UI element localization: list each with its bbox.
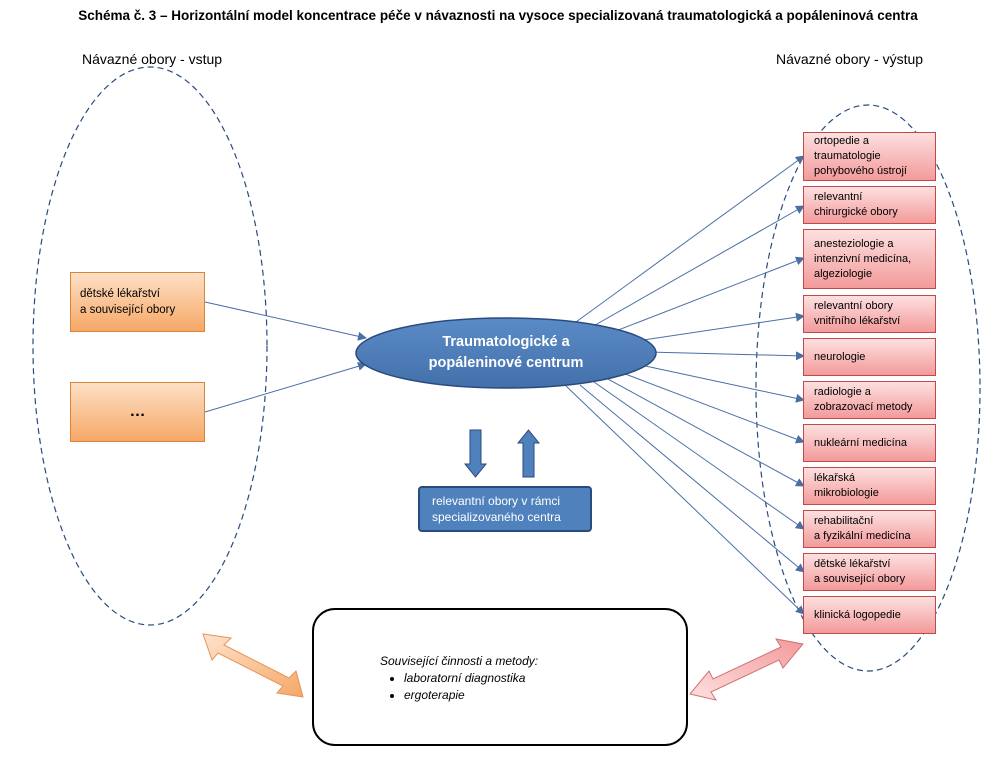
- output-group-heading: Návazné obory - výstup: [776, 51, 924, 67]
- output-box-rehabilitation: rehabilitační a fyzikální medicína: [803, 510, 936, 548]
- center-label-line: Traumatologické a: [442, 334, 570, 350]
- input-box-pediatrics: dětské lékařství a související obory: [70, 272, 205, 332]
- input-group-heading: Návazné obory - vstup: [82, 51, 223, 67]
- activities-list: laboratorní diagnostika ergoterapie: [380, 670, 538, 704]
- center-label-line: popáleninové centrum: [428, 355, 584, 371]
- output-box-radiology: radiologie a zobrazovací metody: [803, 381, 936, 419]
- center-label: Traumatologické a popáleninové centrum: [356, 318, 656, 388]
- input-box-line: a související obory: [80, 304, 176, 316]
- output-box-nuclear-medicine: nukleární medicína: [803, 424, 936, 462]
- up-arrow: [516, 429, 541, 478]
- related-fields-line: relevantní obory v rámci: [432, 494, 561, 508]
- output-box-internal-medicine: relevantní obory vnitřního lékařství: [803, 295, 936, 333]
- input-connectors: [204, 301, 367, 413]
- connector-output-3: [607, 256, 805, 335]
- output-box-line: rehabilitační: [814, 515, 874, 527]
- output-box-line: radiologie a: [814, 386, 871, 398]
- activities-heading: Související činnosti a metody:: [380, 654, 539, 668]
- input-box-more: …: [70, 382, 205, 442]
- output-box-line: ortopedie a: [814, 135, 870, 147]
- output-box-line: a související obory: [814, 573, 906, 585]
- activities-box: [312, 608, 688, 746]
- output-box-pediatrics: dětské lékařství a související obory: [803, 553, 936, 591]
- output-box-line: chirurgické obory: [814, 206, 898, 218]
- output-connectors: [565, 155, 805, 615]
- connector-output-2: [589, 205, 805, 329]
- output-box-line: relevantní: [814, 191, 863, 203]
- related-fields-line: specializovaného centra: [432, 510, 561, 524]
- connector-input-2: [204, 361, 367, 413]
- output-box-line: relevantní obory: [814, 300, 893, 312]
- output-box-orthopedics: ortopedie a traumatologie pohybového úst…: [803, 132, 936, 181]
- output-box-line: algeziologie: [814, 267, 873, 280]
- output-box-line: pohybového ústrojí: [814, 165, 907, 177]
- output-box-line: zobrazovací metody: [814, 401, 913, 413]
- output-box-line: anesteziologie a: [814, 237, 894, 250]
- output-box-surgery: relevantní chirurgické obory: [803, 186, 936, 224]
- output-box-line: klinická logopedie: [814, 608, 901, 621]
- connector-output-11: [565, 385, 805, 615]
- center-ellipse: [355, 317, 657, 389]
- output-box-line: dětské lékařství: [814, 558, 891, 570]
- output-box-line: a fyzikální medicína: [814, 530, 911, 542]
- output-box-line: vnitřního lékařství: [814, 315, 901, 327]
- connector-output-7: [619, 371, 805, 444]
- output-group-ellipse: [755, 104, 981, 672]
- left-double-arrow: [202, 633, 304, 698]
- output-box-anesthesiology: anesteziologie a intenzivní medicína, al…: [803, 229, 936, 289]
- input-box-line: …: [129, 403, 146, 420]
- output-box-line: lékařská: [814, 472, 855, 484]
- activities-item: ergoterapie: [404, 687, 538, 704]
- connector-output-5: [647, 351, 805, 361]
- connector-output-8: [605, 377, 805, 487]
- connector-output-9: [593, 381, 805, 530]
- connector-input-1: [204, 301, 367, 341]
- output-box-speech-therapy: klinická logopedie: [803, 596, 936, 634]
- output-box-microbiology: lékařská mikrobiologie: [803, 467, 936, 505]
- output-box-line: mikrobiologie: [814, 487, 879, 499]
- input-box-line: dětské lékařství: [80, 288, 160, 300]
- output-box-line: traumatologie: [814, 150, 881, 162]
- output-box-line: neurologie: [814, 350, 866, 363]
- right-double-arrow: [689, 638, 804, 701]
- input-group-ellipse: [32, 66, 268, 626]
- output-box-line: nukleární medicína: [814, 436, 907, 449]
- activities-item: laboratorní diagnostika: [404, 670, 538, 687]
- connector-output-1: [575, 155, 805, 323]
- output-box-line: intenzivní medicína,: [814, 252, 912, 265]
- down-arrow: [463, 429, 488, 478]
- related-fields-box: relevantní obory v rámci specializovanéh…: [418, 486, 592, 532]
- connector-output-10: [579, 384, 805, 573]
- output-box-neurology: neurologie: [803, 338, 936, 376]
- activities-content: Související činnosti a metody: laborator…: [380, 653, 538, 704]
- connector-output-4: [629, 312, 805, 343]
- diagram-title: Schéma č. 3 – Horizontální model koncent…: [78, 8, 918, 23]
- connector-output-6: [635, 363, 805, 403]
